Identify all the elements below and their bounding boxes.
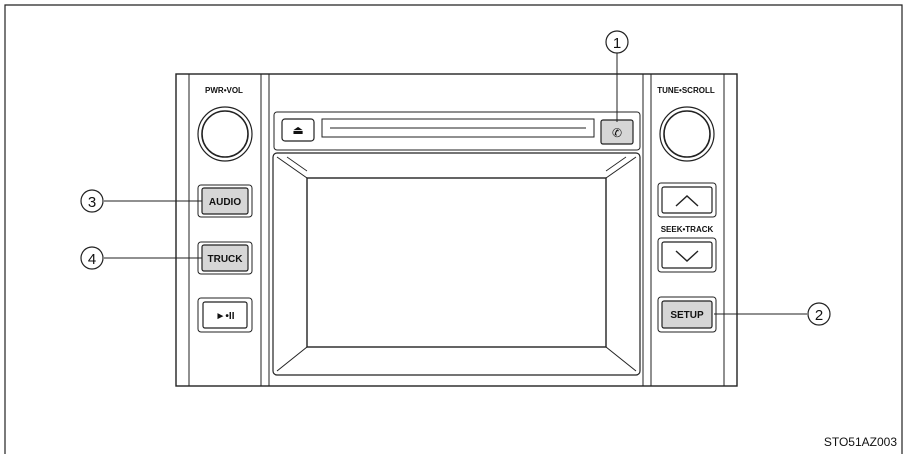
setup-button[interactable] <box>661 300 713 329</box>
callout-4: 4 <box>80 246 202 270</box>
callout-2-number: 2 <box>815 307 823 324</box>
play-pause-button-group: ►•II <box>197 297 253 333</box>
chevron-down-icon <box>675 250 699 262</box>
truck-button-group: TRUCK <box>197 241 253 275</box>
figure-code: STO51AZ003 <box>824 435 897 449</box>
bevel-tr-inner <box>605 156 627 172</box>
eject-button[interactable] <box>281 118 315 142</box>
outer-frame <box>4 4 903 454</box>
seek-track-group: SEEK•TRACK <box>657 182 717 273</box>
tune-scroll-label: TUNE•SCROLL <box>657 86 715 95</box>
tune-scroll-knob-group: TUNE•SCROLL <box>657 86 715 162</box>
callout-3: 3 <box>80 189 202 213</box>
power-volume-label: PWR•VOL <box>205 86 243 95</box>
phone-icon: ✆ <box>612 126 622 140</box>
callout-4-circle <box>80 246 104 270</box>
display-screen[interactable] <box>306 177 607 348</box>
disc-slot-strip: ⏏ ✆ <box>273 111 641 151</box>
callout-4-number: 4 <box>88 251 96 268</box>
setup-button-group: SETUP <box>657 296 717 333</box>
callout-2-circle <box>807 302 831 326</box>
tune-scroll-knob[interactable] <box>663 110 711 158</box>
truck-button-label: TRUCK <box>208 254 244 265</box>
power-volume-knob[interactable] <box>201 110 249 158</box>
callout-1-circle <box>605 30 629 54</box>
bevel-br <box>605 346 637 372</box>
callout-1: 1 <box>605 30 629 122</box>
audio-button-label: AUDIO <box>209 197 241 208</box>
eject-icon: ⏏ <box>292 123 303 137</box>
seek-up-button[interactable] <box>661 186 713 214</box>
callout-3-circle <box>80 189 104 213</box>
audio-button-group: AUDIO <box>197 184 253 218</box>
bevel-tl <box>276 156 308 179</box>
chevron-up-icon <box>675 195 699 207</box>
play-pause-icon: ►•II <box>216 311 235 322</box>
setup-button-label: SETUP <box>670 310 704 321</box>
play-pause-button[interactable] <box>202 301 248 329</box>
bevel-bl <box>276 346 308 372</box>
display-bezel <box>272 152 641 376</box>
callout-3-number: 3 <box>88 194 96 211</box>
seek-track-label: SEEK•TRACK <box>661 225 714 234</box>
bevel-tl-inner <box>286 156 308 172</box>
bevel-tr <box>605 156 637 179</box>
power-volume-knob-group: PWR•VOL <box>197 86 253 162</box>
callout-2: 2 <box>714 302 831 326</box>
callout-1-number: 1 <box>613 35 621 52</box>
seek-down-button[interactable] <box>661 241 713 269</box>
